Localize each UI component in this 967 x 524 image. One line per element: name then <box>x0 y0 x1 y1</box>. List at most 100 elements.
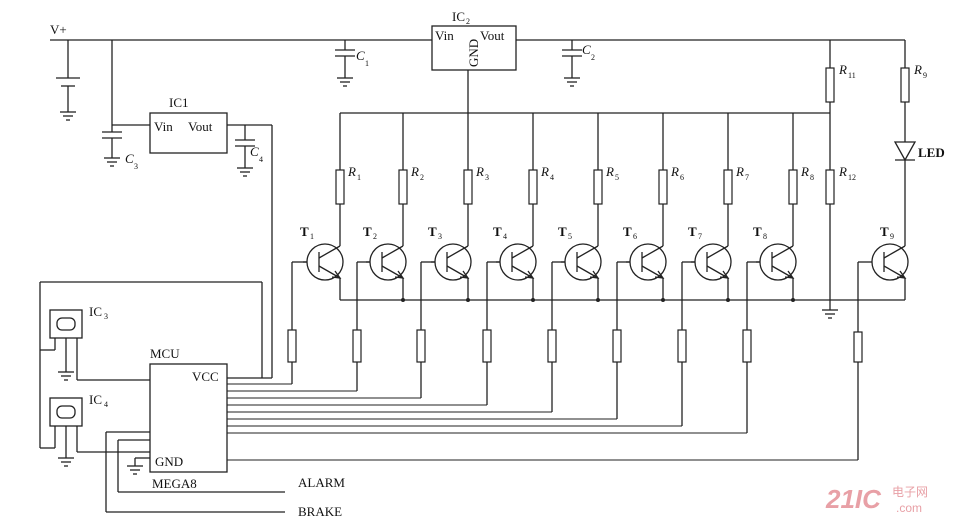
resistor-r2 <box>398 169 408 205</box>
r7-sub: 7 <box>745 173 749 182</box>
t5-sub: 5 <box>568 232 572 241</box>
c3-sub: 3 <box>134 162 138 171</box>
base-resistor-6 <box>612 329 622 363</box>
c3-label: C <box>125 151 134 166</box>
alarm-brake-wires <box>105 431 285 513</box>
watermark-cn: 电子网 <box>892 485 928 499</box>
ic1-input-wire <box>102 40 150 167</box>
r8-sub: 8 <box>810 173 814 182</box>
r3-label: R <box>475 164 484 179</box>
t8-label: T <box>753 224 762 239</box>
r1-label: R <box>347 164 356 179</box>
c1-capacitor <box>335 40 355 87</box>
resistor-r8 <box>788 169 798 205</box>
mcu-vcc: VCC <box>192 369 219 384</box>
r3-sub: 3 <box>485 173 489 182</box>
watermark-logo: 21IC 电子网 .com <box>825 484 928 515</box>
r8-label: R <box>800 164 809 179</box>
ic2-label: IC <box>452 9 465 24</box>
t8-sub: 8 <box>763 232 767 241</box>
ic1-vin: Vin <box>154 119 173 134</box>
c1-label: C <box>356 48 365 63</box>
r11-r12-column <box>822 40 838 319</box>
c4-label: C <box>250 144 259 159</box>
resistor-r3 <box>463 169 473 205</box>
t4-sub: 4 <box>503 232 507 241</box>
watermark-21ic: 21IC <box>825 484 882 514</box>
r12-label: R <box>838 164 847 179</box>
resistor-r1 <box>335 169 345 205</box>
t3-sub: 3 <box>438 232 442 241</box>
r5-label: R <box>605 164 614 179</box>
brake-label: BRAKE <box>298 504 342 519</box>
vplus-label: V+ <box>50 22 67 37</box>
t1-label: T <box>300 224 309 239</box>
t6-sub: 6 <box>633 232 637 241</box>
base-resistor-5 <box>547 329 557 363</box>
sensor-supply-wire <box>39 281 263 449</box>
base-resistor-4 <box>482 329 492 363</box>
ic2-vin: Vin <box>435 28 454 43</box>
ic4-label: IC <box>89 392 102 407</box>
r2-sub: 2 <box>420 173 424 182</box>
mcu-box <box>149 363 228 473</box>
alarm-label: ALARM <box>298 475 345 490</box>
t5-label: T <box>558 224 567 239</box>
r4-label: R <box>540 164 549 179</box>
r2-label: R <box>410 164 419 179</box>
mcu-gnd-symbol <box>127 457 150 475</box>
t4-label: T <box>493 224 502 239</box>
r6-sub: 6 <box>680 173 684 182</box>
resistor-r5 <box>593 169 603 205</box>
mcu-mega8: MEGA8 <box>152 476 197 491</box>
r1-sub: 1 <box>357 173 361 182</box>
ic2-box <box>431 25 517 71</box>
ic4-sub: 4 <box>104 400 108 409</box>
resistor-r6 <box>658 169 668 205</box>
r9-label: R <box>913 62 922 77</box>
ic1-output-wire <box>227 124 273 379</box>
base-resistor-3 <box>416 329 426 363</box>
r11-sub: 11 <box>848 71 856 80</box>
base-resistor-1 <box>287 329 297 363</box>
ic4-sensor <box>49 397 150 467</box>
r4-sub: 4 <box>550 173 554 182</box>
battery-symbol <box>56 40 80 121</box>
led-label: LED <box>918 145 945 160</box>
ic2-gnd: GND <box>466 39 481 67</box>
t3-label: T <box>428 224 437 239</box>
mcu-gnd: GND <box>155 454 183 469</box>
ic3-sensor <box>49 309 150 381</box>
c4-sub: 4 <box>259 155 263 164</box>
base-resistor-array <box>287 262 863 363</box>
ic3-sub: 3 <box>104 312 108 321</box>
mcu-output-bus <box>227 362 859 461</box>
ic3-label: IC <box>89 304 102 319</box>
c2-capacitor <box>562 40 582 87</box>
base-resistor-7 <box>677 329 687 363</box>
r6-label: R <box>670 164 679 179</box>
ic1-vout: Vout <box>188 119 213 134</box>
c2-label: C <box>582 42 591 57</box>
t7-sub: 7 <box>698 232 702 241</box>
ic2-sub: 2 <box>466 17 470 26</box>
t9-sub: 9 <box>890 232 894 241</box>
t6-label: T <box>623 224 632 239</box>
watermark-domain: .com <box>896 501 922 515</box>
r12-sub: 12 <box>848 173 856 182</box>
ic1-label: IC1 <box>169 95 189 110</box>
base-resistor-2 <box>352 329 362 363</box>
t1-sub: 1 <box>310 232 314 241</box>
base-resistor-9 <box>853 331 863 363</box>
r9-led-column <box>893 40 917 245</box>
